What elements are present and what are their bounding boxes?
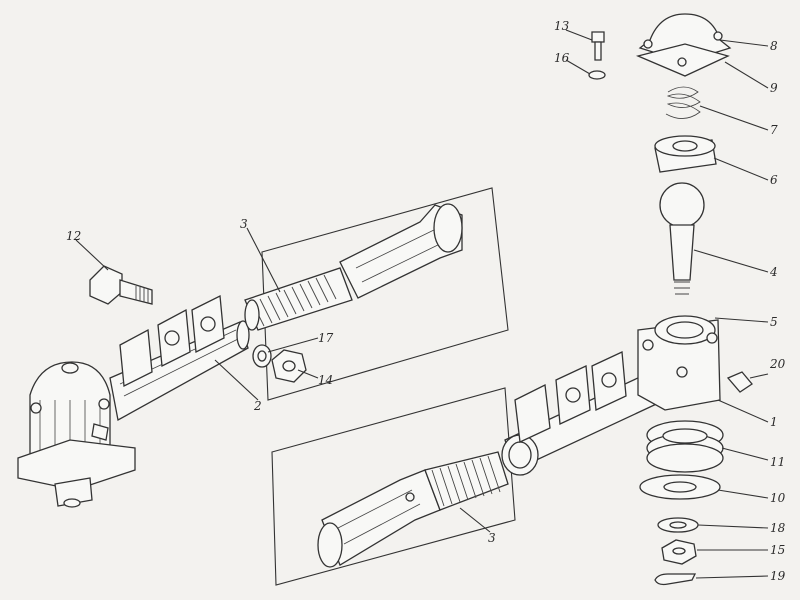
lower-reference-plane bbox=[271, 387, 516, 586]
threaded-rod-lower bbox=[317, 451, 509, 568]
callout-5: 5 bbox=[770, 315, 778, 329]
callout-14: 14 bbox=[318, 373, 333, 387]
callout-9: 9 bbox=[770, 81, 778, 95]
callout-3-lower: 3 bbox=[488, 531, 496, 545]
callout-18: 18 bbox=[770, 521, 786, 535]
washer-17-and-nut-14 bbox=[252, 344, 307, 383]
callout-20: 20 bbox=[769, 357, 786, 371]
callout-10: 10 bbox=[770, 491, 786, 505]
callout-17: 17 bbox=[318, 331, 334, 345]
callout-16: 16 bbox=[554, 51, 570, 65]
callout-1: 1 bbox=[770, 415, 778, 429]
callout-labels: 12 3 17 14 2 13 16 8 9 7 6 4 5 20 1 11 1… bbox=[66, 19, 786, 583]
callout-13: 13 bbox=[554, 19, 570, 33]
callout-7: 7 bbox=[770, 123, 778, 137]
callout-6: 6 bbox=[770, 173, 778, 187]
lower-ball-joint-stack bbox=[639, 371, 753, 586]
callout-8: 8 bbox=[770, 39, 778, 53]
left-tie-rod-housing bbox=[17, 294, 250, 508]
right-tie-rod-housing bbox=[501, 315, 721, 476]
upper-ball-joint-stack bbox=[588, 13, 732, 295]
callout-19: 19 bbox=[770, 569, 786, 583]
threaded-rod-upper bbox=[244, 203, 463, 331]
callout-15: 15 bbox=[770, 543, 785, 557]
leader-lines bbox=[75, 29, 769, 579]
callout-4: 4 bbox=[769, 265, 778, 279]
callout-2: 2 bbox=[253, 399, 262, 413]
callout-11: 11 bbox=[770, 455, 785, 469]
callout-3-upper: 3 bbox=[240, 217, 248, 231]
callout-12: 12 bbox=[66, 229, 81, 243]
bolt-12 bbox=[89, 265, 153, 305]
